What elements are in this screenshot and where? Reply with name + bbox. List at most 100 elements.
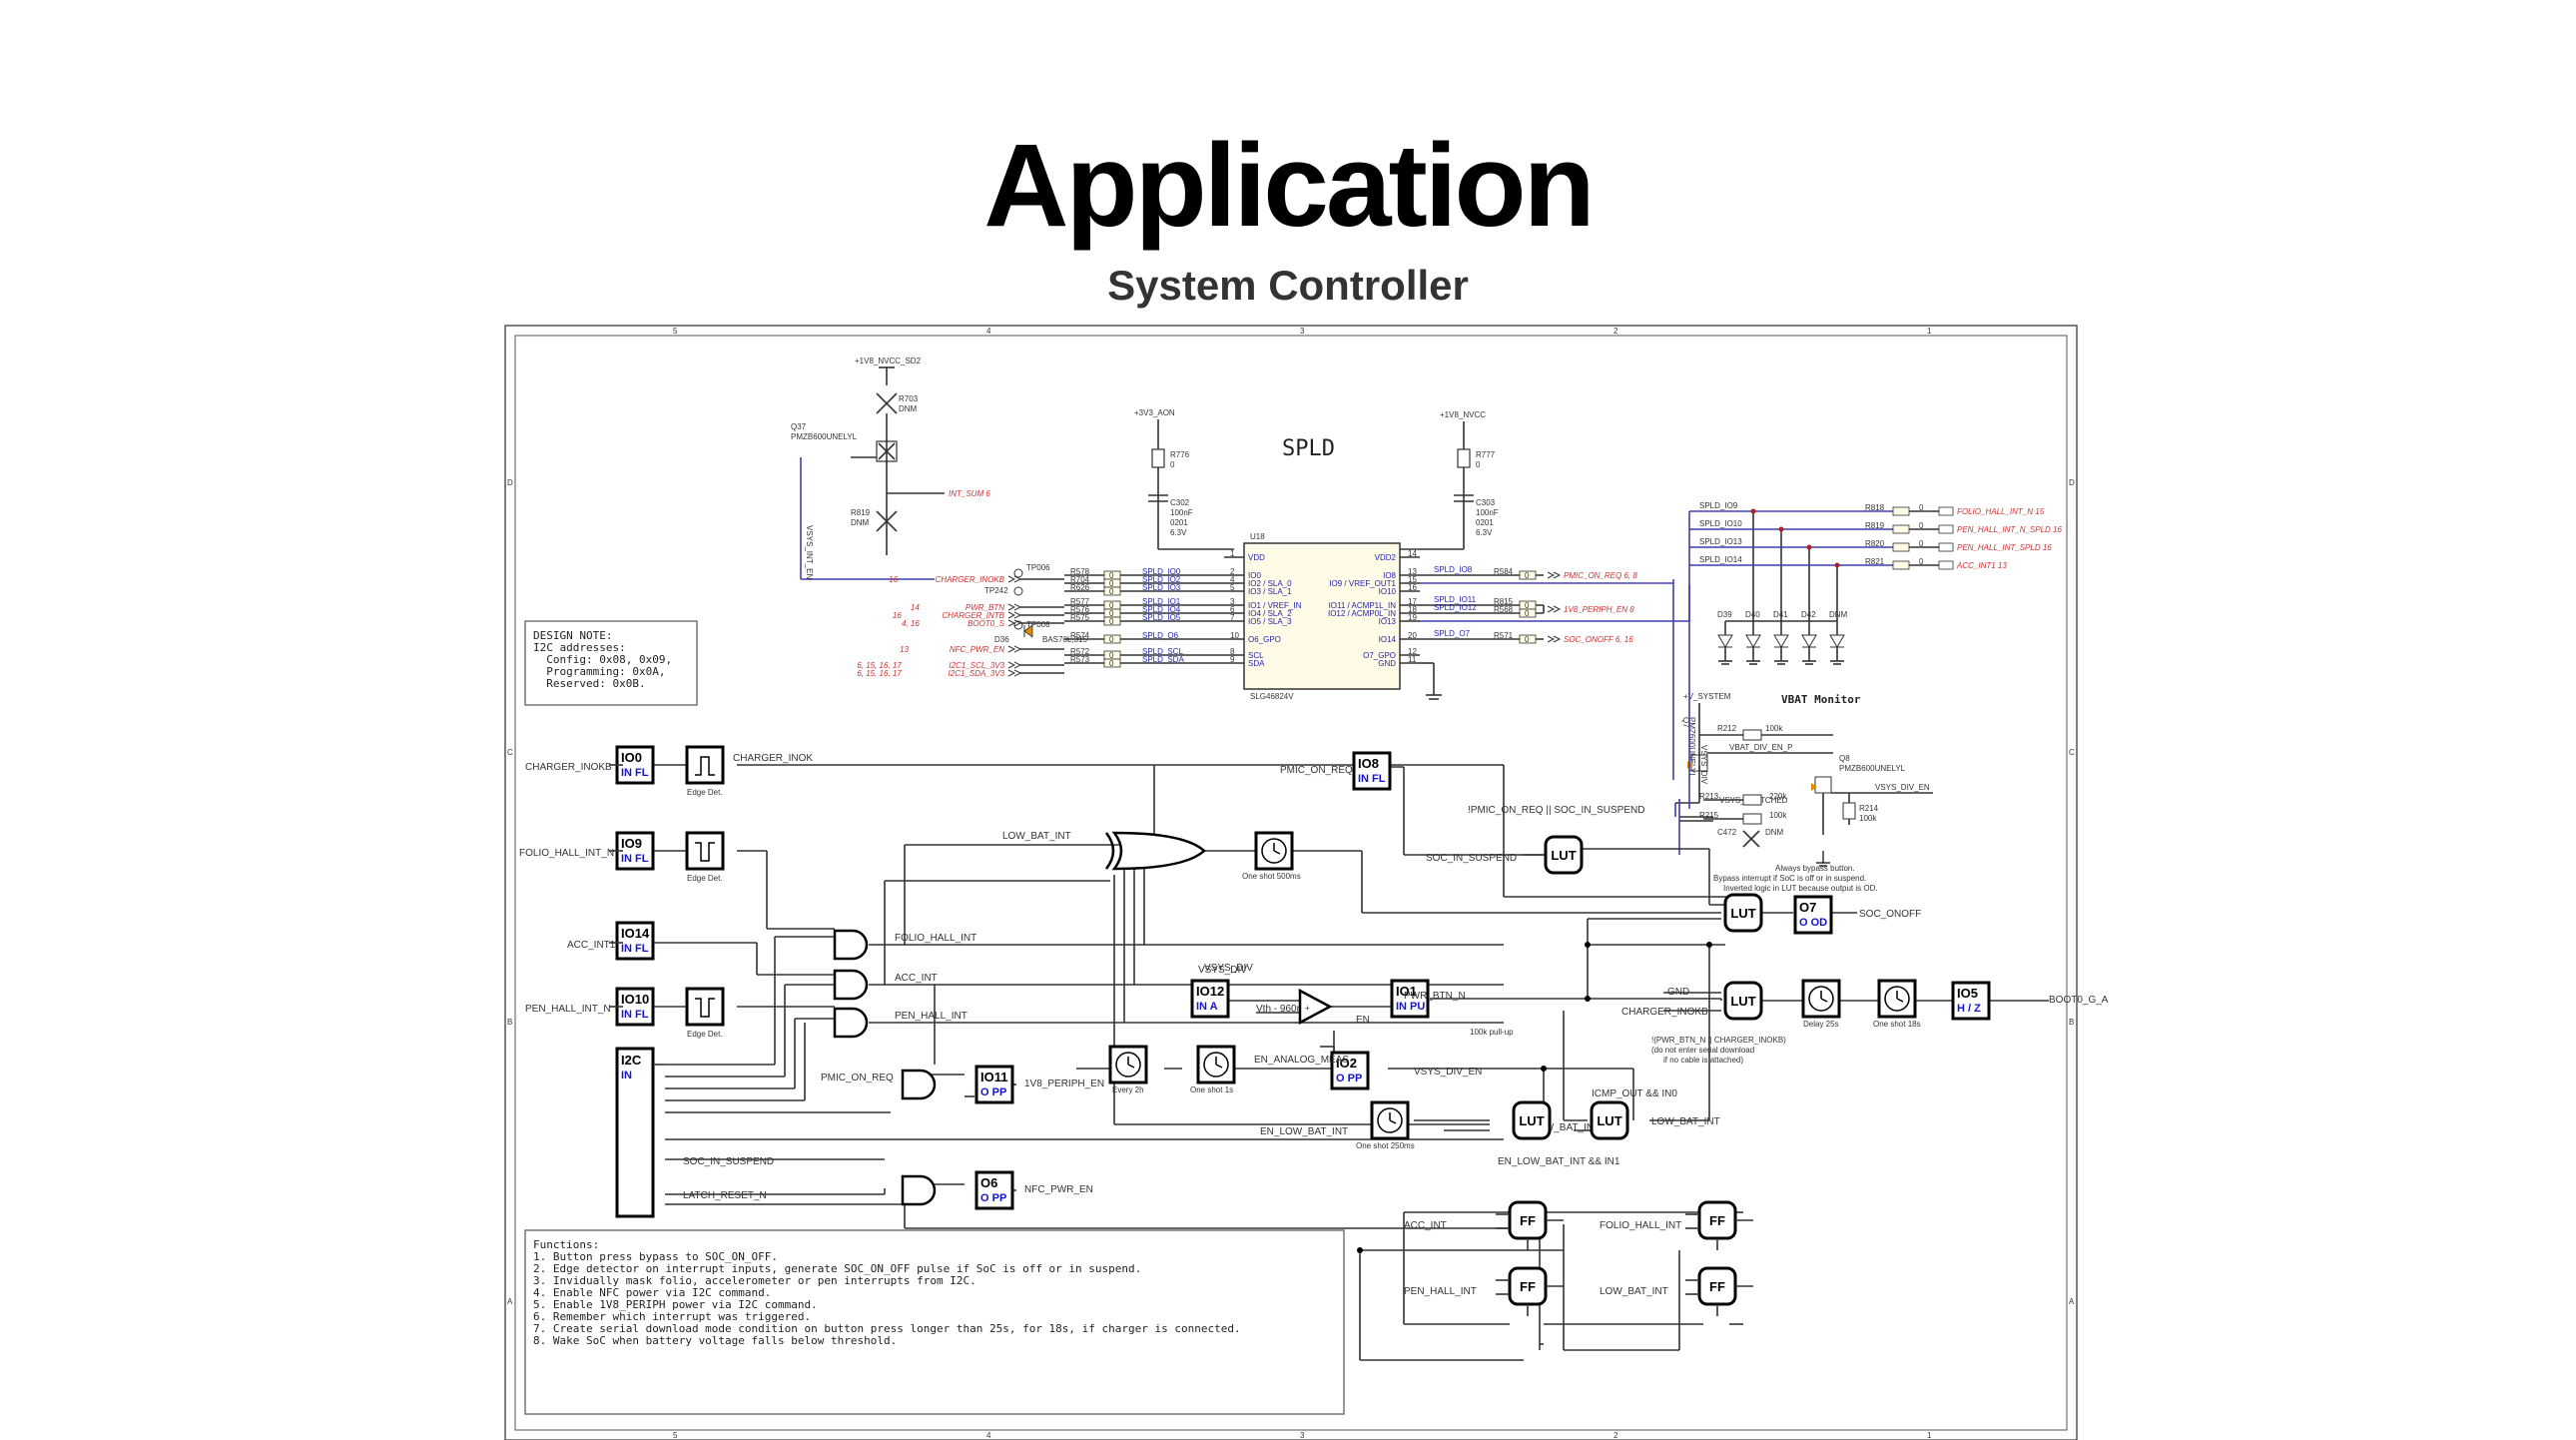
left-dest-label: NFC_PWR_EN <box>950 645 1004 654</box>
far-net-ref: R818 <box>1865 503 1885 512</box>
right-net-name: SPLD_IO8 <box>1434 565 1473 574</box>
left-net-name: SPLD_IO1 <box>1142 597 1181 606</box>
lut-label: LUT <box>1551 848 1576 863</box>
chip-pin-number: 10 <box>1230 631 1239 640</box>
chip-pin-number: 14 <box>1408 549 1417 558</box>
io-block-mode: IN FL <box>621 1009 649 1021</box>
io-block-mode: O PP <box>980 1086 1006 1098</box>
ff-label: FF <box>1709 1213 1725 1228</box>
net-label: EN_LOW_BAT_INT <box>1512 1122 1600 1133</box>
chip-pin-label: SDA <box>1248 659 1265 668</box>
left-net-ref: R704 <box>1070 575 1090 584</box>
border-col-label: 5 <box>673 327 678 336</box>
right-net-ref: R815 <box>1494 597 1514 606</box>
net-label: SOC_IN_SUSPEND <box>1426 853 1517 864</box>
r819-value: DNM <box>851 518 870 527</box>
every-2h-timer <box>1108 1045 1148 1084</box>
chip-pin-number: 4 <box>1230 575 1235 584</box>
chip-pin-number: 2 <box>1230 567 1235 576</box>
io-block <box>1390 979 1430 1019</box>
function-line: 1. Button press bypass to SOC_ON_OFF. <box>533 1250 778 1263</box>
chip-pin-number: 19 <box>1408 613 1417 622</box>
one-shot-500ms <box>1254 831 1294 871</box>
resistor-value: 0 <box>1919 521 1924 530</box>
chip-pin-number: 9 <box>1230 655 1235 664</box>
io-block-name: O7 <box>1799 900 1816 915</box>
tp-label: TP006 <box>1026 563 1050 572</box>
charger-note: !(PWR_BTN_N || CHARGER_INOKB) <box>1651 1036 1786 1045</box>
vbat-part: VSYS_DIV_EN <box>1875 783 1930 792</box>
far-dest-label: FOLIO_HALL_INT_N 15 <box>1957 507 2045 516</box>
design-note-line: Config: 0x08, 0x09, <box>533 653 672 666</box>
charger-note: if no cable is attached) <box>1663 1056 1743 1065</box>
left-net-name: SPLD_IO4 <box>1142 605 1181 614</box>
chip-pin-number: 18 <box>1408 605 1417 614</box>
c302-value: 100nF <box>1170 508 1193 517</box>
left-dest-sheet: 6, 15, 16, 17 <box>857 661 902 670</box>
left-net-ref: R575 <box>1070 613 1090 622</box>
chip-pin-label: GND <box>1378 659 1396 668</box>
vbat-part: DNM <box>1765 828 1784 837</box>
left-net-name: SPLD_O6 <box>1142 631 1179 640</box>
chip-pin-label: IO14 <box>1379 635 1397 644</box>
one-shot-1s <box>1196 1045 1236 1084</box>
left-dest-sheet: 13 <box>900 645 909 654</box>
chip-pin-label: IO1 / VREF_IN <box>1248 601 1302 610</box>
lut-block <box>1590 1100 1629 1140</box>
far-dest-label: PEN_HALL_INT_SPLD 16 <box>1957 543 2052 552</box>
chip-pin-label: O7_GPO <box>1363 651 1396 660</box>
chip-pin-number: 11 <box>1408 655 1417 664</box>
input-label-charger-inokb: CHARGER_INOKB <box>525 762 612 773</box>
left-dest-label: CHARGER_INTB <box>942 611 1004 620</box>
io-block-mode: O PP <box>1336 1073 1362 1084</box>
chip-pin-number: 8 <box>1230 647 1235 656</box>
and-gate <box>833 929 869 961</box>
chip-pin-label: IO3 / SLA_1 <box>1248 587 1292 596</box>
io-block-name: IO11 <box>980 1070 1007 1084</box>
border-col-label: 1 <box>1927 327 1932 336</box>
left-dest-label: CHARGER_INOKB <box>936 575 1005 584</box>
svg-text:Edge Det.: Edge Det. <box>687 788 723 797</box>
border-row-label: C <box>2069 748 2075 757</box>
left-net-ref: R626 <box>1070 583 1090 592</box>
d36-part: BAS70L,315 <box>1042 635 1087 644</box>
io-block-name: IO10 <box>621 992 649 1007</box>
border-row-label: B <box>507 1018 512 1027</box>
vbat-part: 100k <box>1765 724 1783 733</box>
io-block-mode: IN FL <box>1358 773 1386 785</box>
net-label: VSYS_DIV_EN <box>1414 1067 1482 1078</box>
chip-pin-number: 13 <box>1408 567 1417 576</box>
io-block-name: IO5 <box>1957 986 1978 1001</box>
edge-detector: Edge Det. <box>685 831 725 883</box>
net-label: LOW_BAT_INT <box>1002 831 1071 842</box>
q37-part: PMZB600UNELYL <box>791 432 858 441</box>
sheet-inner-border <box>514 335 2068 1431</box>
net-label: EN <box>1356 1015 1370 1026</box>
lut-label: LUT <box>1730 994 1755 1009</box>
ff-label: FF <box>1709 1279 1725 1294</box>
net-label: SOC_ONOFF <box>1859 909 1921 920</box>
far-net-ref: R820 <box>1865 539 1885 548</box>
chip-pin-label: IO0 <box>1248 571 1261 580</box>
right-net-name: SPLD_IO11 <box>1434 595 1477 604</box>
net-label: PMIC_ON_REQ <box>821 1073 894 1083</box>
net-label: EN_LOW_BAT_INT && IN1 <box>1498 1156 1620 1167</box>
io-block <box>1330 1051 1370 1090</box>
resistor-value: 0 <box>1109 601 1114 610</box>
svg-text:+: + <box>1305 1004 1310 1013</box>
vbat-part: Q7 <box>1681 717 1690 728</box>
function-line: 8. Wake SoC when battery voltage falls b… <box>533 1334 897 1347</box>
c302-size: 0201 <box>1170 518 1188 527</box>
esd-diode-label: D42 <box>1801 610 1816 619</box>
resistor-value: 0 <box>1919 557 1924 566</box>
chip-pin-label: IO9 / VREF_OUT1 <box>1329 579 1396 588</box>
c303-size: 0201 <box>1476 518 1494 527</box>
right-dest-label: 1V8_PERIPH_EN 8 <box>1564 605 1634 614</box>
tp-label: TP008 <box>1026 620 1050 629</box>
functions-box <box>524 1229 1345 1415</box>
function-line: 5. Enable 1V8_PERIPH power via I2C comma… <box>533 1298 818 1311</box>
lut-label: LUT <box>1597 1113 1621 1128</box>
io-block <box>974 1065 1014 1104</box>
net-label: PWR_BTN_N <box>1404 991 1466 1002</box>
ff-input-label: LOW_BAT_INT <box>1600 1286 1668 1297</box>
